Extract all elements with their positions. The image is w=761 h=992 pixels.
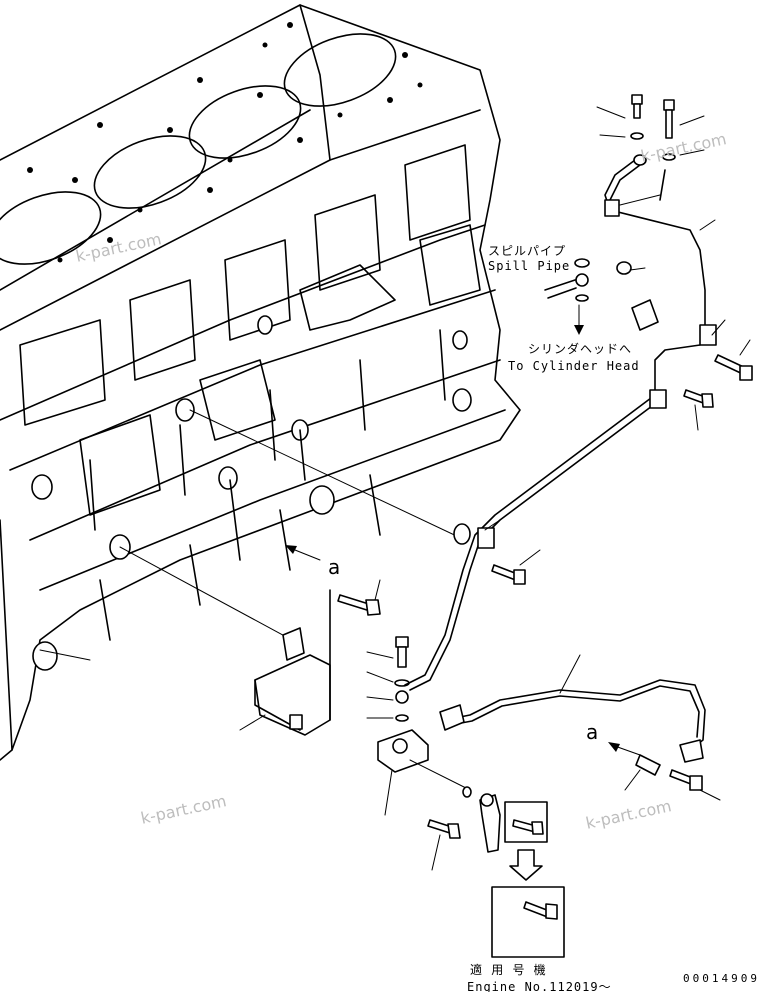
pipe-bolts-side (491, 339, 753, 585)
view-a-arrow-icon (285, 545, 321, 561)
bracket-bolt (337, 579, 381, 616)
to-head-label-en: To Cylinder Head (508, 359, 640, 373)
cylinder-block (0, 4, 521, 761)
pressure-sensor (479, 793, 501, 853)
spacer-collars (282, 299, 659, 661)
spill-pipe (404, 154, 726, 691)
sensor-harness (439, 654, 721, 801)
spill-pipe-label-jp: スピルパイプ (488, 244, 567, 258)
assembly-leader-lines (39, 409, 466, 661)
valve-block (377, 729, 472, 816)
arrow-left-icon (608, 742, 641, 756)
lower-bolt (427, 819, 461, 871)
to-head-label-jp: シリンダヘッドへ (528, 342, 633, 356)
spill-pipe-label-en: Spill Pipe (488, 259, 571, 273)
engine-number-label: Engine No.112019～ (467, 980, 612, 992)
drawing-number: 00014909 (683, 972, 760, 985)
arrow-down-icon (509, 849, 543, 881)
detail-box-top (504, 801, 548, 843)
view-a-callout-block: a (328, 555, 341, 579)
detail-box-bottom (491, 886, 565, 958)
applicable-label-jp: 適 用 号 機 (470, 963, 547, 977)
spill-pipe-connection (544, 258, 646, 302)
view-a-callout-right: a (586, 720, 599, 744)
mounting-bracket (239, 589, 331, 736)
banjo-bolt-stack (366, 636, 410, 722)
pipe-bolts-top (596, 94, 705, 161)
arrow-down-to-head-icon (574, 304, 584, 335)
